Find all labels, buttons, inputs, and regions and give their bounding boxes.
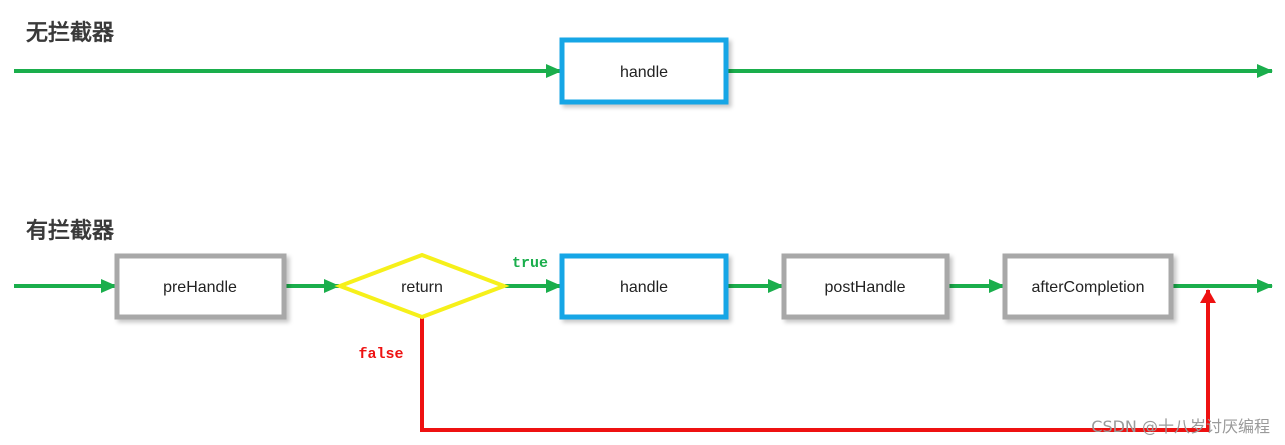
section-title-without-interceptor: 无拦截器	[26, 21, 115, 46]
csdn-watermark: CSDN @十八岁讨厌编程	[1091, 417, 1270, 436]
flow-arrow-return-false-bypass	[420, 289, 1216, 432]
handle-box	[559, 37, 729, 105]
posthandle-box	[781, 253, 950, 320]
node-aftercompletion: afterCompletion	[1002, 253, 1174, 320]
node-handle-no-interceptor: handle	[559, 37, 729, 105]
node-handle: handle	[559, 253, 729, 320]
true-branch-label: true	[512, 255, 548, 272]
return-decision-diamond	[334, 252, 510, 320]
handle-label: handle	[620, 64, 668, 81]
section-title-with-interceptor: 有拦截器	[26, 218, 115, 244]
node-prehandle: preHandle	[114, 253, 287, 320]
node-posthandle: postHandle	[781, 253, 950, 320]
aftercompletion-box	[1002, 253, 1174, 320]
return-label: return	[401, 279, 443, 296]
prehandle-box	[114, 253, 287, 320]
handle-box	[559, 253, 729, 320]
handle-label: handle	[620, 279, 668, 296]
false-branch-label: false	[358, 346, 403, 363]
prehandle-label: preHandle	[163, 279, 237, 296]
node-return-decision: return	[334, 252, 510, 320]
posthandle-label: postHandle	[825, 279, 906, 296]
aftercompletion-label: afterCompletion	[1032, 279, 1145, 296]
